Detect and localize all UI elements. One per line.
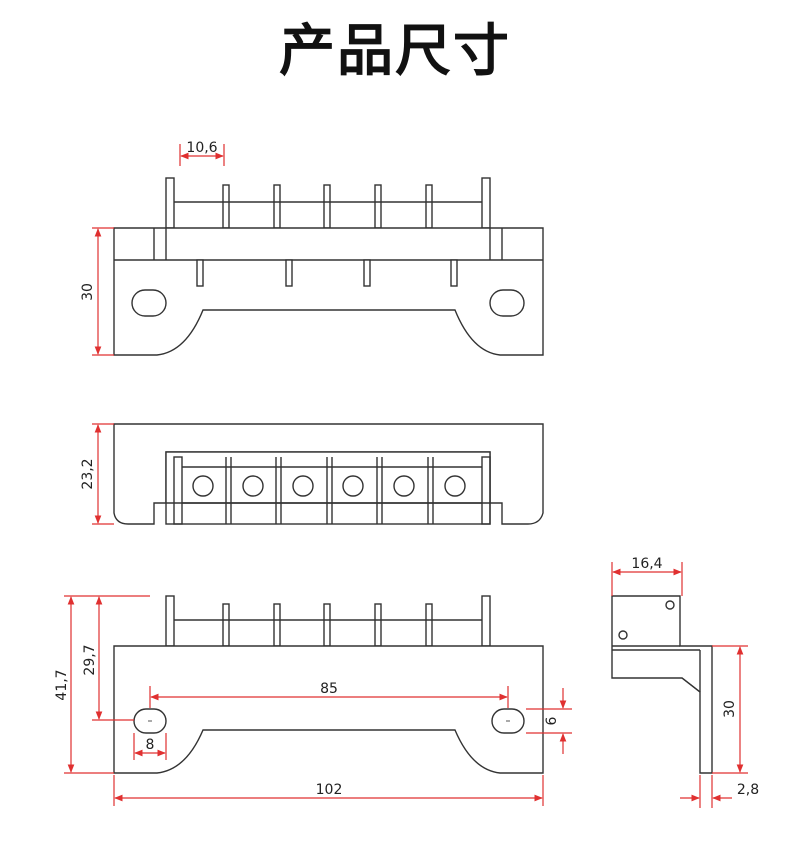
front-view (113, 177, 544, 356)
barrier-posts (165, 177, 491, 229)
side-bracket (611, 595, 713, 774)
dim-side-height: 30 (712, 645, 748, 774)
screw-holes (192, 475, 466, 497)
dim-top-pitch: 10,6 (179, 140, 225, 166)
middle-height-label: 23,2 (80, 458, 96, 489)
overall-length-label: 102 (316, 782, 343, 798)
hole-spacing-label: 85 (320, 681, 338, 697)
bottom-barrier-posts (165, 595, 491, 647)
dim-top-height: 30 (80, 227, 114, 356)
base-body (113, 227, 544, 356)
dim-hole-width: 8 (133, 733, 167, 760)
terminal-cells (173, 456, 491, 525)
bottom-partial-height-label: 29,7 (82, 644, 98, 675)
side-height-label: 30 (722, 700, 738, 718)
bottom-total-height-label: 41,7 (54, 669, 70, 700)
dim-hole-spacing: 85 (149, 681, 509, 708)
side-view (611, 595, 713, 774)
mounting-slot-right (489, 289, 525, 317)
dim-hole-height: 6 (526, 688, 572, 754)
page-title: 产品尺寸 (279, 19, 511, 84)
hole-height-label: 6 (544, 716, 560, 725)
top-view (113, 423, 544, 525)
hole-width-label: 8 (146, 737, 155, 753)
side-thickness-label: 2,8 (737, 782, 759, 798)
bottom-view (113, 595, 544, 774)
dim-bottom-partial-height: 29,7 (82, 596, 134, 721)
top-height-label: 30 (80, 283, 96, 301)
dim-bottom-total-height: 41,7 (54, 595, 150, 774)
dim-side-width: 16,4 (611, 556, 683, 596)
dim-middle-height: 23,2 (80, 423, 114, 525)
terminal-block (165, 451, 491, 525)
dim-side-thickness: 2,8 (680, 775, 759, 808)
dim-overall-length: 102 (113, 775, 544, 806)
mounting-slot-left (131, 289, 167, 317)
side-width-label: 16,4 (631, 556, 662, 572)
bottom-base (113, 645, 544, 774)
top-pitch-label: 10,6 (186, 140, 217, 156)
